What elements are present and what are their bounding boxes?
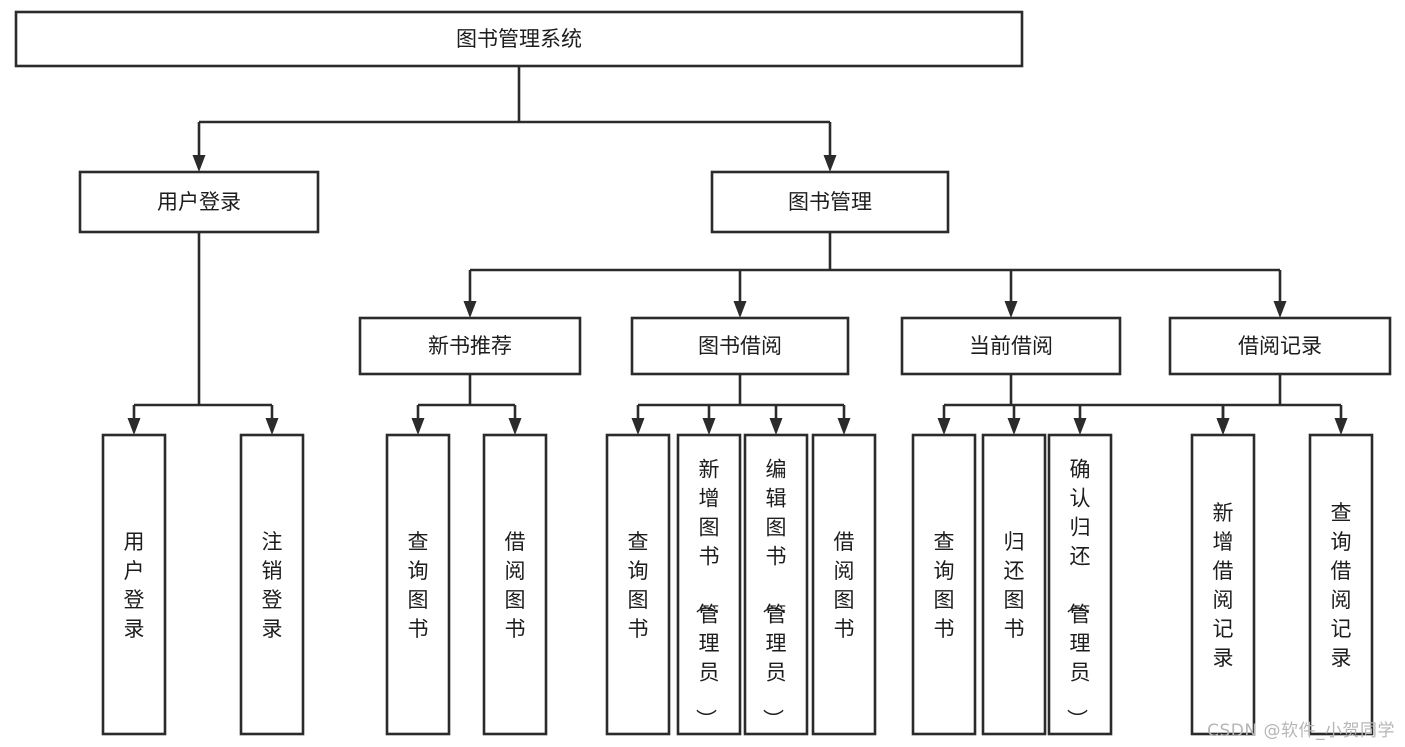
arrow-head-icon [1273,301,1287,318]
node-box [1190,433,1256,736]
node-box [358,316,582,376]
node-leaf-add-book[interactable]: 新增图书（管理员） [676,433,742,736]
arrow-head-icon [1004,301,1018,318]
arrow-head-icon [769,418,783,435]
node-leaf-query-record[interactable]: 查询借阅记录 [1308,433,1374,736]
edge-group-borrow-record [1216,374,1348,435]
node-box [605,433,671,736]
node-label: 图书管理系统 [456,27,582,51]
node-leaf-confirm-return[interactable]: 确认归还（管理员） [1047,433,1113,736]
node-box [239,433,305,736]
node-leaf-user-login[interactable]: 用户登录 [101,433,167,736]
arrow-head-icon [1334,418,1348,435]
node-box [1308,433,1374,736]
node-box [385,433,451,736]
node-leaf-edit-book[interactable]: 编辑图书（管理员） [743,433,809,736]
arrow-head-icon [937,418,951,435]
node-leaf-borrow-book[interactable]: 借阅图书 [811,433,877,736]
node-label: 用户登录 [157,190,241,214]
node-box [811,433,877,736]
node-box [482,433,548,736]
arrow-head-icon [1007,418,1021,435]
node-label: 借阅记录 [1238,334,1322,358]
node-leaf-borrow-query-book[interactable]: 查询图书 [605,433,671,736]
edge-group-user-login [127,232,279,435]
node-label: 图书借阅 [698,334,782,358]
node-label: 用户登录 [124,530,145,641]
node-leaf-return-book[interactable]: 归还图书 [981,433,1047,736]
arrow-head-icon [192,155,206,172]
arrow-head-icon [837,418,851,435]
node-leaf-logout[interactable]: 注销登录 [239,433,305,736]
node-book-borrow[interactable]: 图书借阅 [630,316,850,376]
arrow-head-icon [702,418,716,435]
edge-group-book-manage [463,232,1287,318]
node-box [710,170,950,234]
node-leaf-rec-query-book[interactable]: 查询图书 [385,433,451,736]
node-new-book-rec[interactable]: 新书推荐 [358,316,582,376]
arrow-head-icon [1073,418,1087,435]
node-box [981,433,1047,736]
node-box [676,433,742,736]
arrow-head-icon [265,418,279,435]
node-leaf-add-record[interactable]: 新增借阅记录 [1190,433,1256,736]
edges-layer [127,66,1348,435]
edge-group-new-book-rec [411,374,522,435]
node-box [78,170,320,234]
node-label: 图书管理 [788,190,872,214]
node-label: 确认归还（管理员） [1065,458,1091,730]
arrow-head-icon [127,418,141,435]
node-root[interactable]: 图书管理系统 [14,10,1024,68]
edge-group-current-borrow [937,374,1230,435]
arrow-head-icon [631,418,645,435]
node-label: 当前借阅 [969,334,1053,358]
node-user-login[interactable]: 用户登录 [78,170,320,234]
node-box [900,316,1122,376]
node-label: 注销登录 [262,530,283,641]
node-book-manage[interactable]: 图书管理 [710,170,950,234]
node-label: 查询图书 [628,530,649,641]
node-leaf-rec-borrow-book[interactable]: 借阅图书 [482,433,548,736]
watermark-text: CSDN @软件_小贺同学 [1207,721,1395,741]
node-label: 查询图书 [934,530,955,641]
arrow-head-icon [733,301,747,318]
node-current-borrow[interactable]: 当前借阅 [900,316,1122,376]
node-label: 借阅图书 [505,530,526,641]
node-leaf-cur-query-book[interactable]: 查询图书 [911,433,977,736]
node-box [630,316,850,376]
edge-group-root [192,66,837,172]
node-label: 归还图书 [1004,530,1025,641]
node-label: 新书推荐 [428,334,512,358]
arrow-head-icon [411,418,425,435]
node-box [1047,433,1113,736]
edge-group-book-borrow [631,374,851,435]
arrow-head-icon [1216,418,1230,435]
arrow-head-icon [823,155,837,172]
node-box [911,433,977,736]
node-box [101,433,167,736]
node-label: 借阅图书 [834,530,855,641]
node-label: 新增借阅记录 [1213,501,1234,670]
node-borrow-record[interactable]: 借阅记录 [1168,316,1392,376]
arrow-head-icon [508,418,522,435]
arrow-head-icon [463,301,477,318]
node-label: 新增图书（管理员） [694,458,720,730]
nodes-layer: 图书管理系统用户登录图书管理新书推荐图书借阅当前借阅借阅记录用户登录注销登录查询… [14,10,1392,736]
node-box [743,433,809,736]
node-label: 查询借阅记录 [1331,501,1352,670]
node-box [1168,316,1392,376]
node-box [14,10,1024,68]
node-label: 查询图书 [408,530,429,641]
node-label: 编辑图书（管理员） [761,458,787,730]
